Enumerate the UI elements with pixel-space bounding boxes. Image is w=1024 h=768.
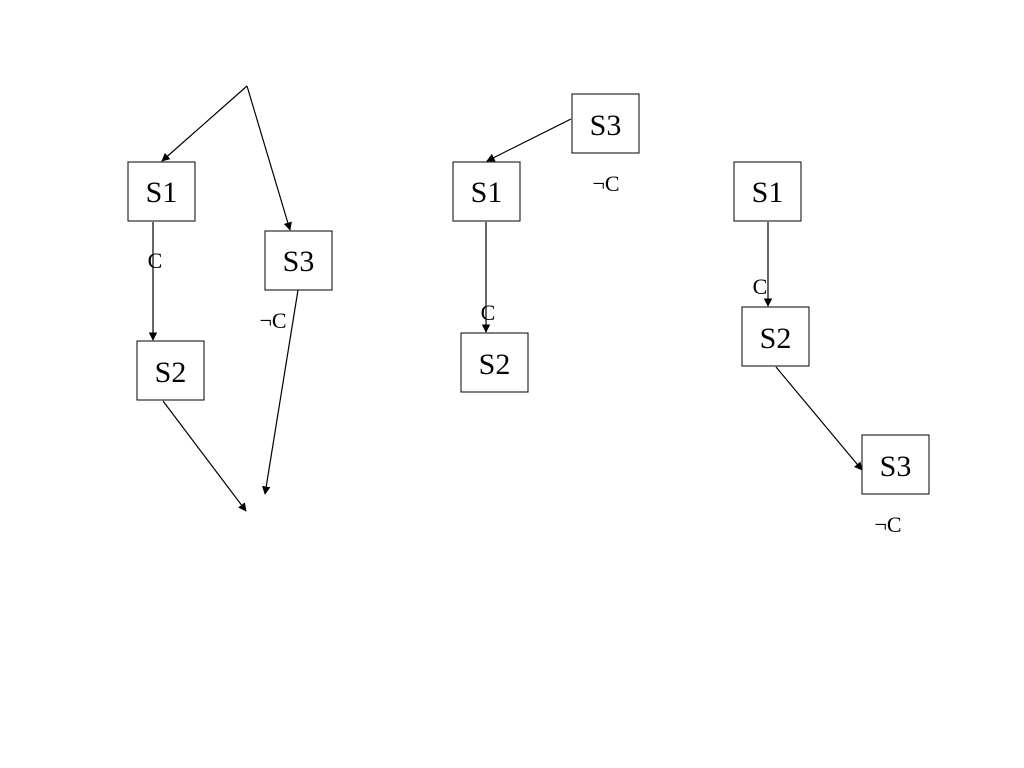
diagram-1: S1 S3 S2 C ¬C bbox=[127, 85, 333, 512]
node-s2: S2 bbox=[460, 332, 529, 393]
node-label: S2 bbox=[479, 348, 511, 381]
edge-s3-to-exit bbox=[262, 289, 299, 495]
diagram-3: S1 S2 S3 C ¬C bbox=[733, 161, 930, 537]
diagram-2: S3 S1 S2 ¬C C bbox=[452, 93, 640, 393]
node-s2: S2 bbox=[136, 340, 205, 401]
node-label: S3 bbox=[283, 245, 315, 278]
edge-split-to-s3 bbox=[246, 85, 292, 231]
edge-s2-to-exit bbox=[162, 400, 247, 512]
condition-label: ¬C bbox=[259, 308, 286, 333]
node-label: S3 bbox=[590, 109, 622, 142]
node-s1: S1 bbox=[127, 161, 196, 222]
node-s3: S3 bbox=[264, 230, 333, 291]
condition-label: C bbox=[481, 300, 496, 325]
node-label: S1 bbox=[146, 176, 178, 209]
node-label: S3 bbox=[880, 450, 912, 483]
node-s3: S3 bbox=[861, 434, 930, 495]
node-label: S2 bbox=[155, 356, 187, 389]
node-s1: S1 bbox=[733, 161, 802, 222]
node-s3: S3 bbox=[571, 93, 640, 154]
edge-s2-to-s3 bbox=[775, 366, 863, 471]
node-s1: S1 bbox=[452, 161, 521, 222]
edge-split-to-s1 bbox=[161, 85, 248, 162]
node-label: S2 bbox=[760, 322, 792, 355]
node-label: S1 bbox=[471, 176, 503, 209]
node-label: S1 bbox=[752, 176, 784, 209]
node-s2: S2 bbox=[741, 306, 810, 367]
condition-label: C bbox=[148, 248, 163, 273]
condition-label: ¬C bbox=[592, 171, 619, 196]
condition-label: ¬C bbox=[874, 512, 901, 537]
edge-s3-to-s1 bbox=[486, 118, 572, 162]
condition-label: C bbox=[753, 274, 768, 299]
